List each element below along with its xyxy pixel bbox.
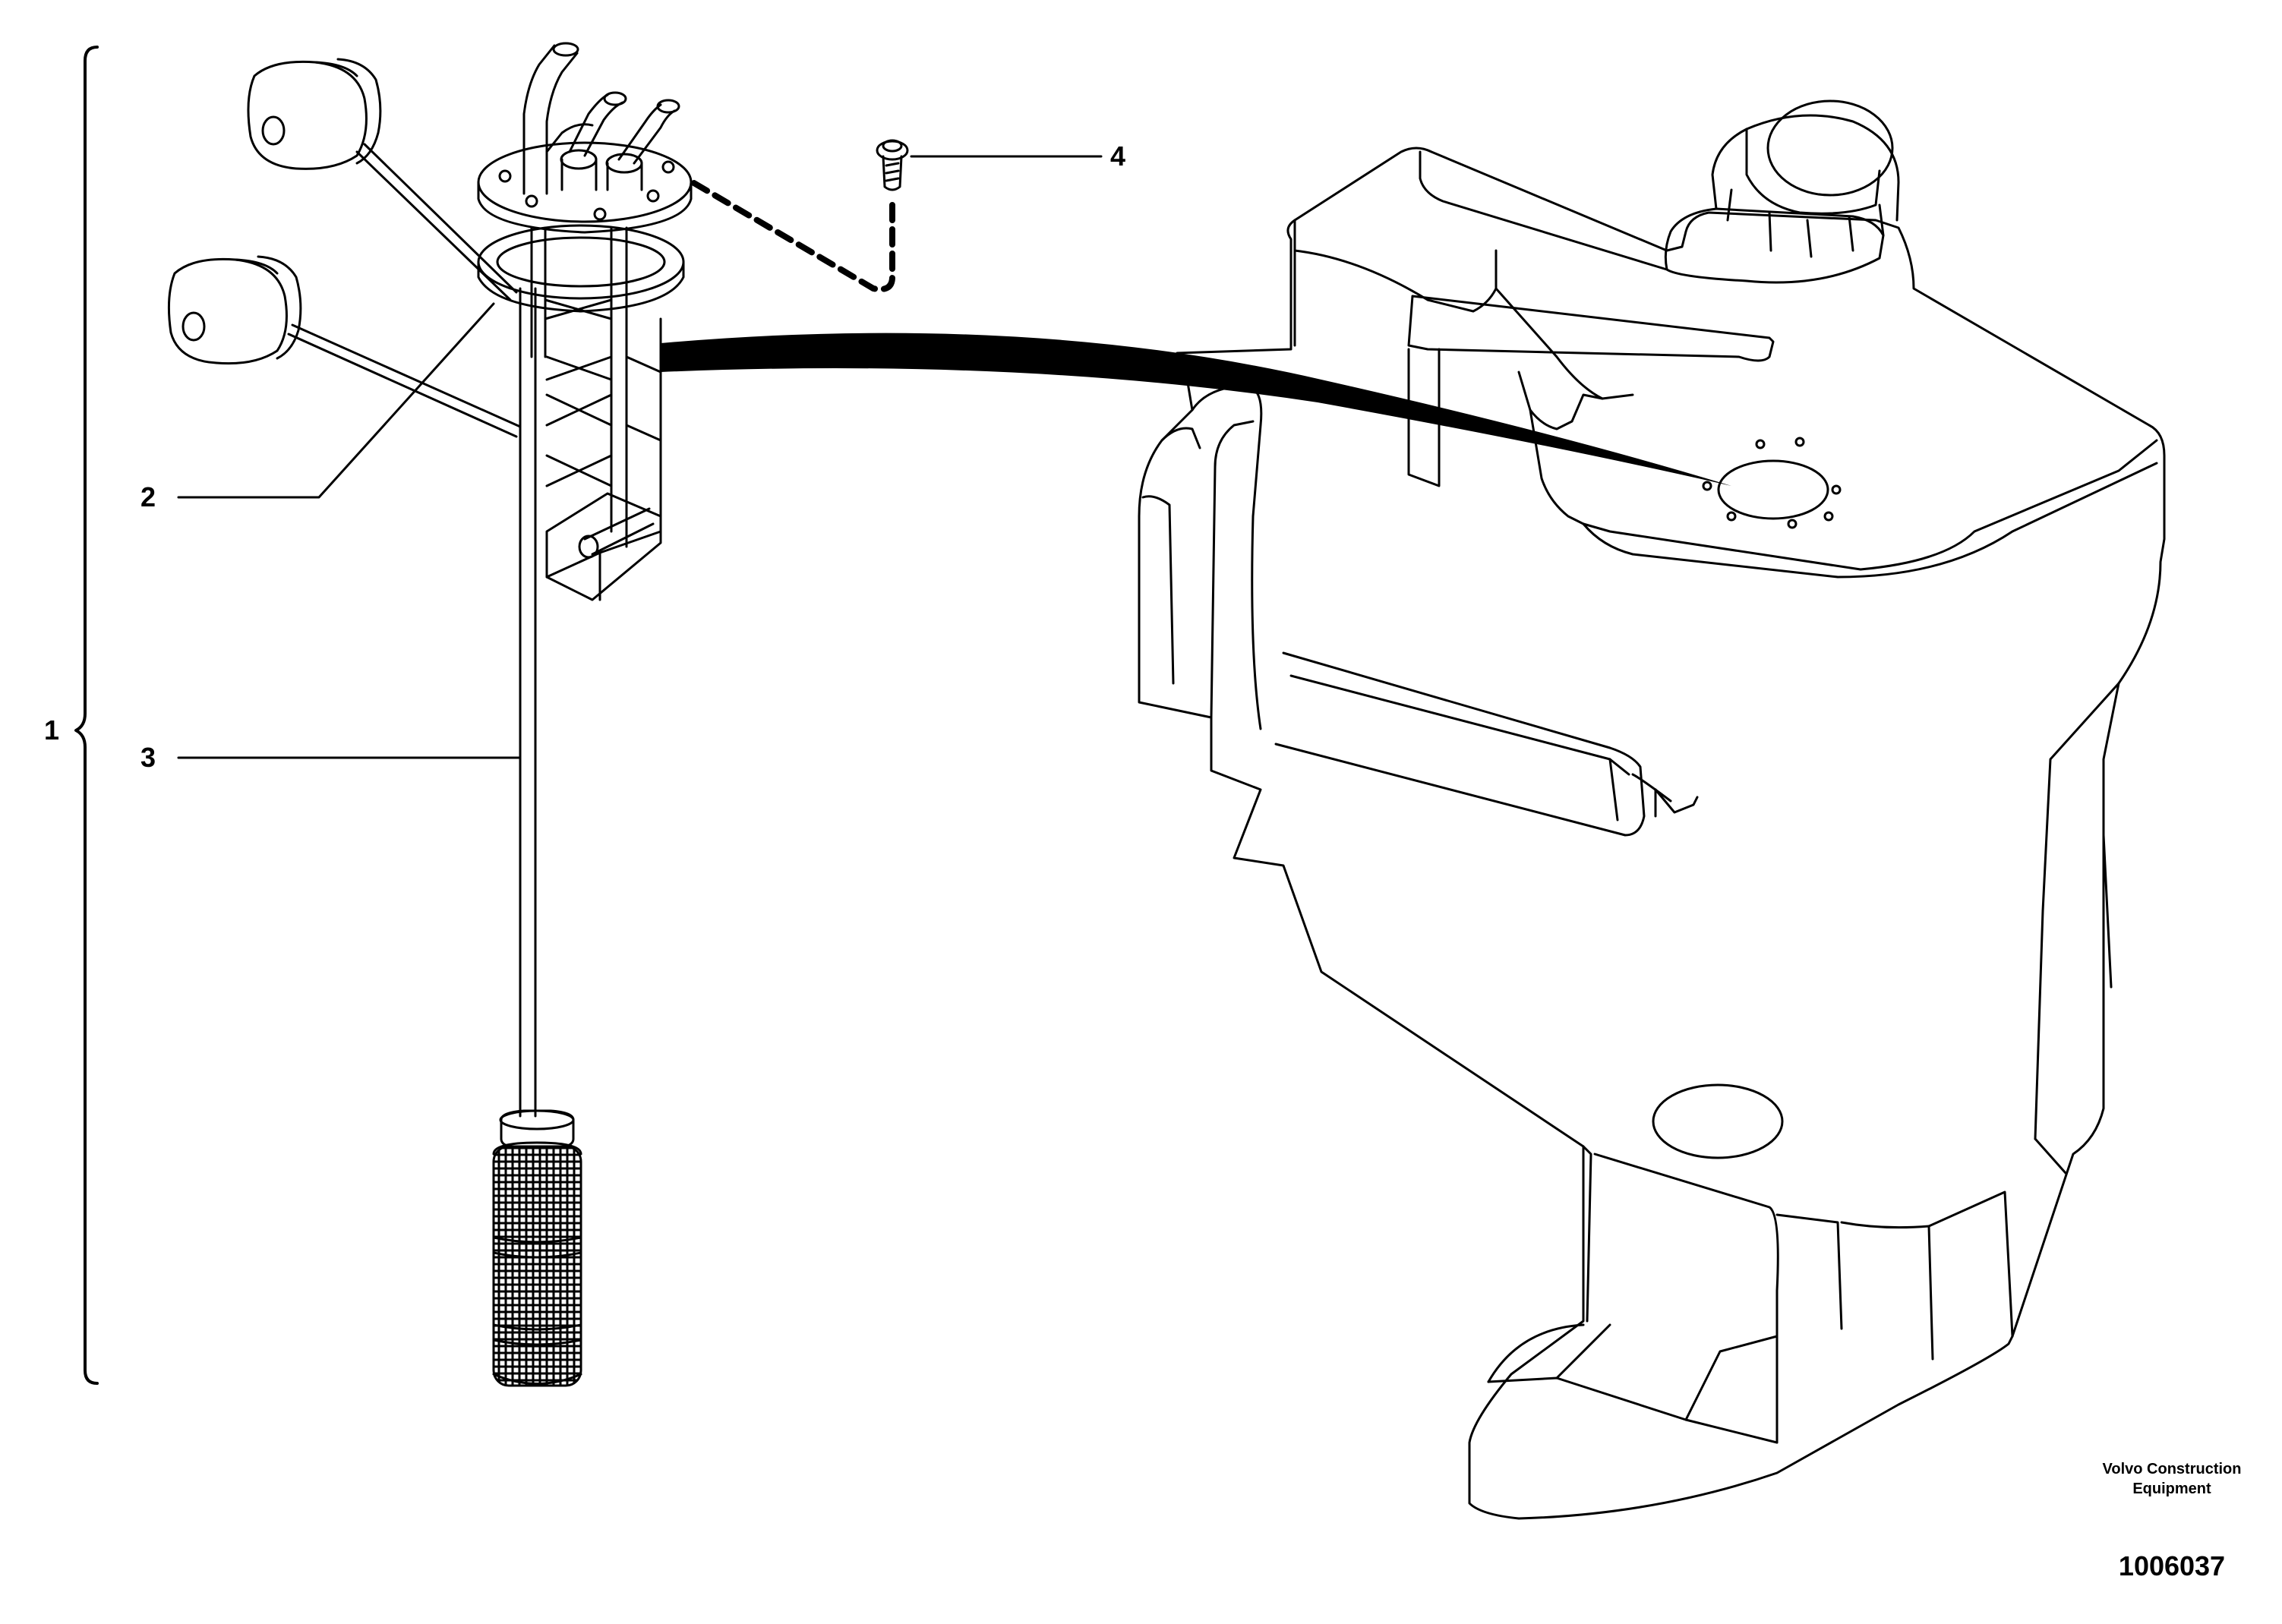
insertion-arrow [661,333,1731,486]
callout-2: 2 [140,481,156,512]
callout-1: 1 [44,714,60,746]
sender-unit [477,42,693,601]
strainer [492,1141,582,1387]
screw [876,139,909,191]
brand-line-2: Equipment [2132,1481,2211,1497]
callout-3: 3 [140,742,156,773]
screw-path-line [690,179,895,292]
leader-2 [177,302,495,499]
brand-name: Volvo Construction Equipment [2073,1459,2271,1499]
float-upper [247,58,518,301]
callout-4: 4 [1110,140,1126,172]
drawing-number: 1006037 [2118,1550,2226,1581]
float-lower [167,255,522,438]
fuel-tank [1138,99,2166,1520]
brand-line-1: Volvo Construction [2102,1461,2242,1477]
assembly-bracket [74,46,99,1385]
